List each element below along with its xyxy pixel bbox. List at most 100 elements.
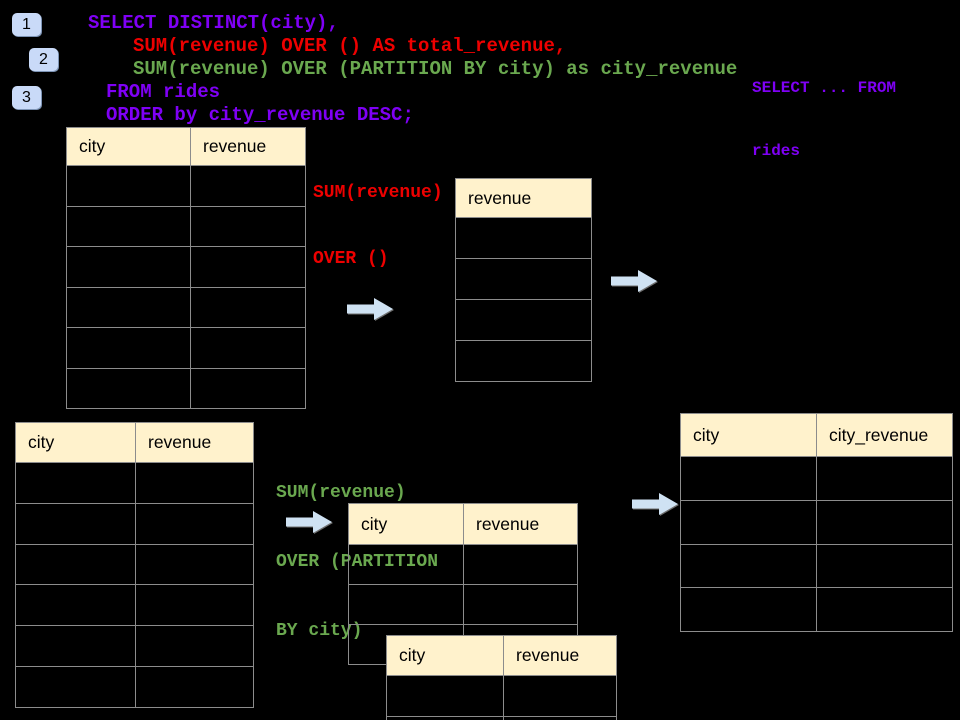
table-row [66, 165, 306, 207]
empty-cell [66, 327, 191, 369]
table-row [348, 544, 578, 585]
empty-cell [455, 258, 592, 300]
empty-cell [135, 665, 254, 708]
table-row [680, 456, 953, 501]
empty-cell [503, 715, 617, 720]
annotation-line: SUM(revenue) [276, 483, 406, 503]
empty-cell [66, 165, 191, 207]
arrow-shape [286, 511, 332, 533]
empty-cell [135, 462, 254, 504]
table-row [15, 625, 254, 667]
empty-cell [66, 367, 191, 409]
annotation-line: SUM(revenue) [313, 183, 443, 203]
empty-cell [135, 543, 254, 586]
empty-cell [15, 543, 136, 586]
table-row [15, 584, 254, 627]
arrow-shape [632, 493, 678, 515]
empty-cell [386, 715, 504, 720]
table-row [66, 286, 306, 328]
step-badge-1: 1 [12, 13, 41, 36]
table-row [15, 665, 254, 708]
table-row [15, 502, 254, 545]
table-row [66, 327, 306, 369]
column-header: city [348, 503, 464, 545]
annotation-total-revenue: SUM(revenue) OVER () [313, 138, 443, 314]
empty-cell [66, 246, 191, 288]
sql-line-order-by: ORDER by city_revenue DESC; [106, 104, 414, 126]
empty-cell [463, 584, 578, 625]
empty-cell [190, 327, 306, 369]
column-header: city [15, 422, 136, 463]
empty-cell [66, 205, 191, 247]
empty-cell [15, 665, 136, 708]
empty-cell [15, 462, 136, 504]
arrow-shape [347, 298, 393, 320]
table-row [66, 205, 306, 247]
side-note-select-from: SELECT ... FROM rides [752, 36, 896, 204]
empty-cell [455, 299, 592, 341]
side-note-line-2: rides [752, 142, 801, 160]
empty-cell [455, 340, 592, 382]
empty-cell [190, 205, 306, 247]
sql-line-from: FROM rides [106, 81, 221, 103]
empty-cell [135, 584, 254, 627]
empty-cell [503, 675, 617, 717]
annotation-line: OVER () [313, 249, 389, 269]
table-row [386, 675, 617, 717]
column-header: revenue [503, 635, 617, 676]
table-row [15, 462, 254, 504]
empty-cell [190, 246, 306, 288]
header-row: revenue [455, 178, 592, 218]
table-row [348, 584, 578, 625]
table-row [455, 299, 592, 341]
table-row [455, 258, 592, 300]
empty-cell [816, 456, 953, 501]
empty-cell [348, 584, 464, 625]
empty-cell [455, 217, 592, 259]
flow-arrow-right-icon [286, 511, 332, 533]
empty-cell [816, 499, 953, 545]
empty-cell [816, 587, 953, 633]
empty-cell [135, 502, 254, 545]
column-header: city [386, 635, 504, 676]
column-header: city_revenue [816, 413, 953, 457]
empty-cell [816, 543, 953, 589]
table-row [66, 246, 306, 288]
empty-cell [66, 286, 191, 328]
step-badge-2: 2 [29, 48, 58, 71]
arrow-shape [611, 270, 657, 292]
table-row [680, 499, 953, 545]
column-header: revenue [135, 422, 254, 463]
empty-cell [15, 625, 136, 667]
table-row [66, 367, 306, 409]
table-row [15, 543, 254, 586]
table-row [680, 587, 953, 633]
empty-cell [680, 456, 817, 501]
flow-arrow-right-icon [347, 298, 393, 320]
sql-line-select: SELECT DISTINCT(city), [88, 12, 339, 34]
empty-cell [348, 544, 464, 585]
side-note-line-1: SELECT ... FROM [752, 79, 897, 97]
step-badge-3: 3 [12, 86, 41, 109]
total-revenue-result-table: revenue [455, 178, 592, 382]
sql-line-sum-over: SUM(revenue) OVER () AS total_revenue, [133, 35, 567, 57]
table-row [386, 715, 617, 720]
sql-line-sum-partition: SUM(revenue) OVER (PARTITION BY city) as… [133, 58, 738, 80]
empty-cell [15, 502, 136, 545]
empty-cell [680, 587, 817, 633]
column-header: revenue [463, 503, 578, 545]
flow-arrow-right-icon [611, 270, 657, 292]
column-header: city [680, 413, 817, 457]
empty-cell [190, 165, 306, 207]
empty-cell [386, 675, 504, 717]
column-header: revenue [190, 127, 306, 166]
